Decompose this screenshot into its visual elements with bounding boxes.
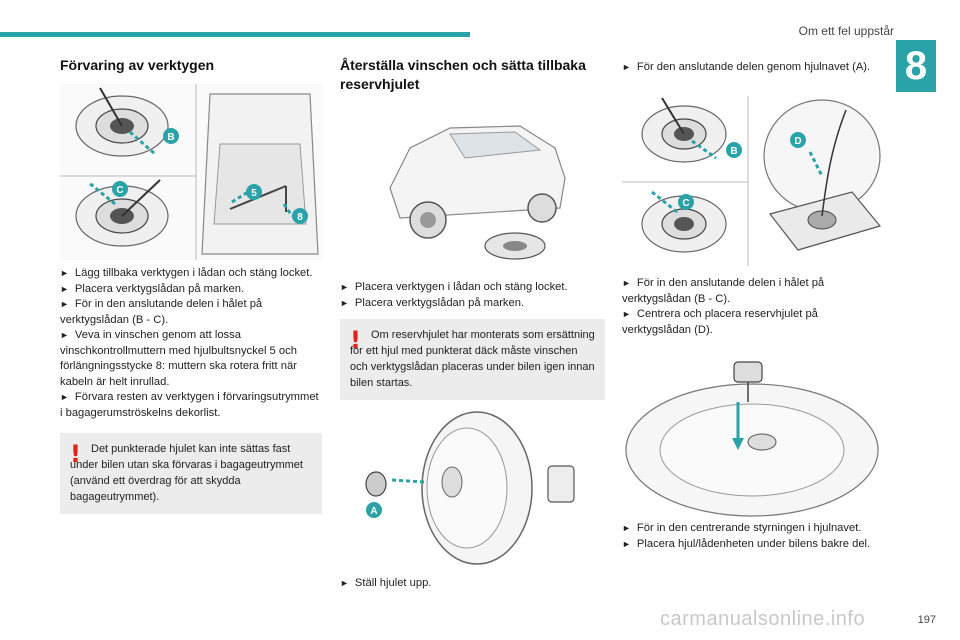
- middle-warning-box: ! Om reservhjulet har monterats som ersä…: [340, 319, 605, 400]
- middle-bullet-3: ►Ställ hjulet upp.: [340, 577, 432, 589]
- callout-8: 8: [297, 212, 303, 223]
- callout-b: B: [167, 132, 174, 143]
- wheel-upright-illustration: A: [365, 411, 575, 565]
- callout-d: D: [794, 136, 801, 147]
- left-heading: Förvaring av verktygen: [60, 57, 215, 73]
- middle-bullet-2: ►Placera verktygslådan på marken.: [340, 296, 525, 309]
- left-bullet-4: ►Veva in vinschen genom att lossa vinsch…: [60, 329, 297, 388]
- right-bullet-1: ►För den anslutande delen genom hjulnave…: [622, 61, 871, 73]
- callout-a: A: [370, 506, 377, 517]
- left-warning-box: ! Det punkterade hjulet kan inte sättas …: [60, 433, 322, 514]
- right-instructions-mid: ►För in den anslutande delen i hålet på …: [622, 276, 886, 338]
- left-instructions: ►Lägg tillbaka verktygen i lådan och stä…: [60, 266, 322, 514]
- right-bullet-5: ►Placera hjul/lådenheten under bilens ba…: [622, 537, 871, 550]
- callout-5: 5: [251, 188, 257, 199]
- middle-instructions-top: ►Placera verktygen i lådan och stäng loc…: [340, 280, 605, 400]
- watermark: carmanualsonline.info: [660, 608, 866, 630]
- tool-storage-illustration: B C 5 8: [60, 84, 322, 260]
- left-column: Förvaring av verktygen: [60, 56, 322, 75]
- middle-heading: Återställa vinschen och sätta tillbaka r…: [340, 57, 586, 92]
- left-bullet-3: ►För in den anslutande delen i hålet på …: [60, 298, 263, 326]
- callout-b: B: [730, 146, 737, 157]
- right-instructions-bottom: ►För in den centrerande styrningen i hju…: [622, 521, 886, 552]
- left-bullet-5: ►Förvara resten av verktygen i förvaring…: [60, 391, 319, 419]
- callout-c: C: [682, 198, 689, 209]
- middle-instructions-bottom: ►Ställ hjulet upp.: [340, 576, 605, 592]
- warning-icon: !: [70, 440, 81, 468]
- winch-wheel-illustration: B C D: [622, 96, 882, 266]
- left-bullet-1: ►Lägg tillbaka verktygen i lådan och stä…: [60, 267, 313, 279]
- left-bullet-2: ►Placera verktygslådan på marken.: [60, 282, 245, 295]
- middle-bullet-1: ►Placera verktygen i lådan och stäng loc…: [340, 281, 568, 293]
- page-number: 197: [917, 614, 936, 626]
- middle-column: Återställa vinschen och sätta tillbaka r…: [340, 56, 605, 94]
- right-bullet-2: ►För in den anslutande delen i hålet på …: [622, 277, 825, 305]
- chapter-number-badge: 8: [896, 40, 936, 92]
- warning-icon: !: [350, 326, 361, 354]
- section-title: Om ett fel uppstår: [798, 24, 894, 38]
- car-spare-wheel-illustration: [389, 125, 566, 260]
- right-bullet-4: ►För in den centrerande styrningen i hju…: [622, 522, 862, 534]
- right-column: ►För den anslutande delen genom hjulnave…: [622, 60, 886, 76]
- header-accent-bar: [0, 32, 470, 37]
- centering-wheel-illustration: [625, 361, 879, 517]
- callout-c: C: [116, 185, 123, 196]
- middle-warning-text: Om reservhjulet har monterats som ersätt…: [350, 329, 595, 389]
- left-warning-text: Det punkterade hjulet kan inte sättas fa…: [70, 443, 303, 503]
- right-bullet-3: ►Centrera och placera reservhjulet på ve…: [622, 308, 818, 336]
